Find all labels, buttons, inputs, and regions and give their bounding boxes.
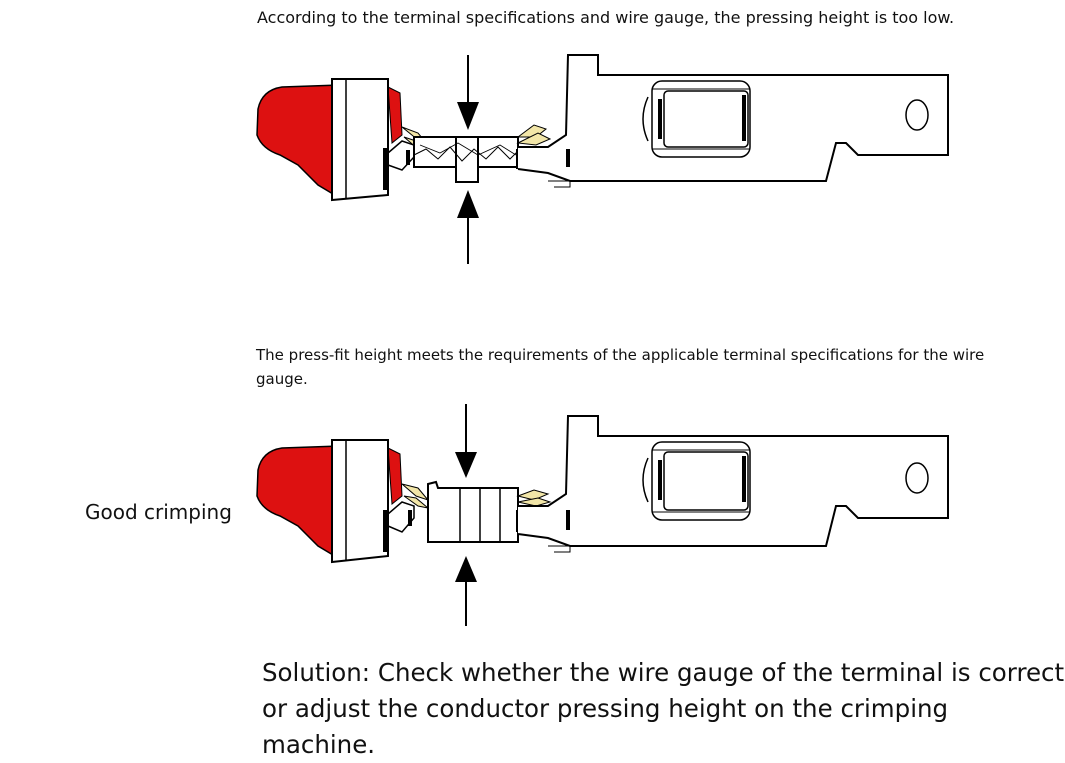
arrow-up-icon <box>457 190 479 264</box>
mounting-hole <box>905 462 929 494</box>
conductor-barrel <box>427 480 519 543</box>
insulation-crimp <box>331 78 389 202</box>
good-crimping-label: Good crimping <box>85 500 232 524</box>
wire-insulation <box>256 445 341 560</box>
caption-too-low: According to the terminal specifications… <box>257 8 955 27</box>
solution-line-1: Solution: Check whether the wire gauge o… <box>262 658 1065 687</box>
solution-line-2: or adjust the conductor pressing height … <box>262 694 949 759</box>
arrow-down-icon <box>455 404 477 478</box>
insulation-tail <box>387 447 403 505</box>
arrow-up-icon <box>455 556 477 626</box>
insulation-crimp <box>331 439 389 564</box>
contact-box <box>651 80 751 158</box>
caption-meets-requirements: The press-fit height meets the requireme… <box>256 346 985 388</box>
mounting-hole <box>905 99 929 131</box>
contact-box <box>651 441 751 521</box>
arrow-down-icon <box>457 55 479 130</box>
wire-insulation <box>256 84 341 199</box>
crimp-diagram-too-low <box>256 54 949 264</box>
solution-text: Solution: Check whether the wire gauge o… <box>262 655 1065 763</box>
crimp-diagram-good <box>256 404 949 626</box>
insulation-tail <box>387 86 403 144</box>
